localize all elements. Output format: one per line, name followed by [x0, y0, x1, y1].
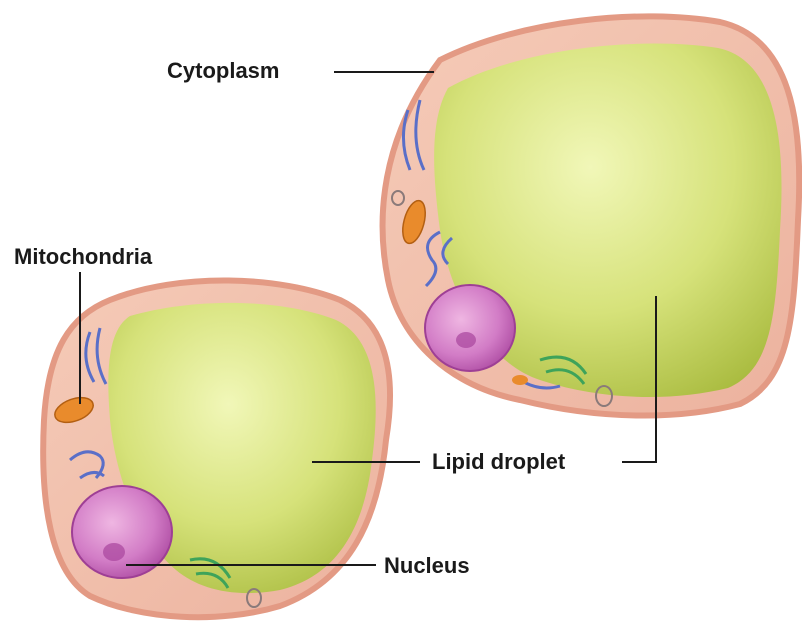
nucleus-label: Nucleus — [384, 555, 470, 577]
large-fat-cell — [383, 16, 800, 415]
lipid-droplet-label: Lipid droplet — [432, 451, 565, 473]
cytoplasm-label: Cytoplasm — [167, 60, 279, 82]
large-nucleus — [425, 285, 515, 371]
large-nucleolus — [456, 332, 476, 348]
large-mitochondrion-2 — [512, 375, 528, 385]
small-fat-cell — [43, 280, 390, 617]
mitochondria-label: Mitochondria — [14, 246, 152, 268]
small-nucleolus — [103, 543, 125, 561]
